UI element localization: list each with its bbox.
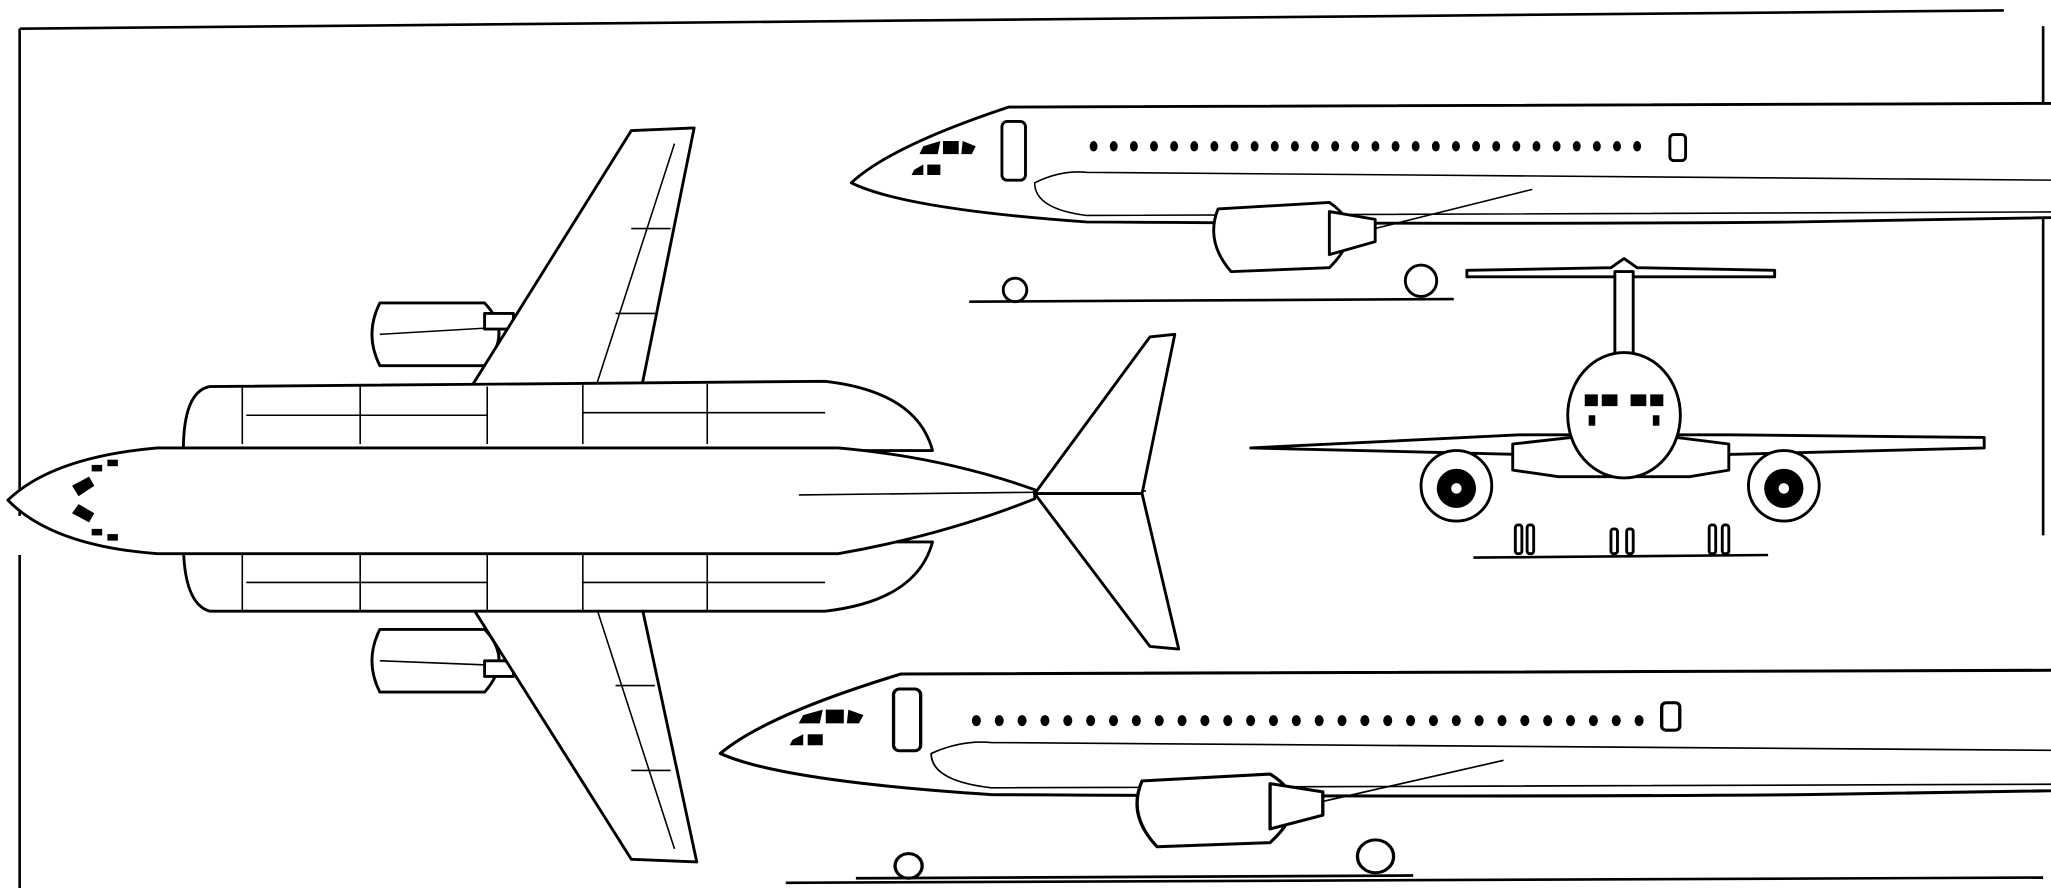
cockpit-windows-plan	[72, 459, 118, 541]
cabin-window	[1411, 141, 1420, 152]
cabin-window	[1451, 715, 1461, 727]
fairing-lower	[181, 540, 934, 613]
cabin-window	[1063, 715, 1073, 727]
cabin-window	[1613, 141, 1621, 152]
cabin-window	[1497, 715, 1507, 727]
cabin-window	[1431, 141, 1440, 152]
cabin-window	[1268, 715, 1278, 727]
cabin-window	[1472, 141, 1481, 152]
cabin-window	[1611, 715, 1621, 727]
cabin-window	[1391, 141, 1400, 152]
cabin-window	[1200, 715, 1210, 727]
cabin-window	[1566, 715, 1576, 727]
cabin-window	[1592, 141, 1601, 152]
cabin-window	[1512, 141, 1521, 152]
engine-upper	[370, 301, 515, 368]
cabin-window	[1290, 141, 1299, 152]
cabin-window	[1633, 141, 1642, 152]
cabin-window	[1210, 141, 1219, 152]
cabin-window	[1371, 141, 1380, 152]
cabin-window	[1129, 141, 1138, 152]
cabin-window	[1588, 715, 1598, 727]
cabin-window	[1406, 715, 1416, 727]
cabin-window	[1520, 715, 1530, 727]
wing-lower	[470, 604, 699, 864]
side-view-lower	[718, 570, 2051, 880]
cabin-window	[1543, 715, 1553, 727]
cabin-window	[1383, 715, 1393, 727]
side-view-upper	[849, 8, 2051, 304]
cabin-window	[1108, 715, 1119, 727]
cabin-window	[1246, 715, 1256, 727]
cabin-window	[1154, 715, 1164, 727]
cabin-window	[1337, 715, 1347, 727]
cabin-window	[1131, 715, 1141, 727]
fairing-upper	[181, 379, 934, 452]
cabin-window	[1086, 715, 1096, 727]
cabin-window	[1170, 141, 1179, 152]
cabin-window	[1109, 141, 1118, 152]
cabin-window	[1177, 715, 1187, 727]
front-view	[1249, 257, 1986, 559]
cabin-windows-lower	[971, 715, 1644, 727]
plan-view	[6, 126, 1181, 864]
cabin-window	[1552, 141, 1561, 152]
cabin-window	[1331, 141, 1340, 152]
cabin-window	[1532, 141, 1541, 152]
cabin-window	[994, 715, 1004, 727]
cabin-window	[1089, 141, 1098, 152]
cabin-window	[1572, 141, 1581, 152]
cockpit-windows-front	[1584, 394, 1664, 426]
cabin-window	[1150, 141, 1158, 152]
cabin-window	[1428, 715, 1438, 727]
tailplane-lower	[1033, 492, 1181, 651]
cabin-window	[1223, 715, 1233, 727]
cabin-window	[1314, 715, 1324, 727]
fuselage-plan	[6, 446, 1037, 556]
cabin-window	[1017, 715, 1027, 727]
cabin-window	[1452, 141, 1460, 152]
cabin-window	[1634, 715, 1644, 727]
cabin-window	[1474, 715, 1484, 727]
cabin-window	[1190, 141, 1199, 152]
cabin-window	[1270, 141, 1279, 152]
tailplane-upper	[1033, 332, 1177, 496]
cabin-window	[1040, 715, 1050, 727]
cabin-window	[1230, 141, 1239, 152]
cabin-window	[1311, 141, 1319, 152]
cabin-windows-upper	[1089, 141, 1642, 152]
cabin-window	[1492, 141, 1501, 152]
cabin-window	[1351, 141, 1360, 152]
cabin-window	[1250, 141, 1259, 152]
cabin-window	[1360, 715, 1370, 727]
cabin-window	[971, 715, 981, 727]
wing-upper	[470, 126, 696, 388]
cabin-window	[1291, 715, 1301, 727]
